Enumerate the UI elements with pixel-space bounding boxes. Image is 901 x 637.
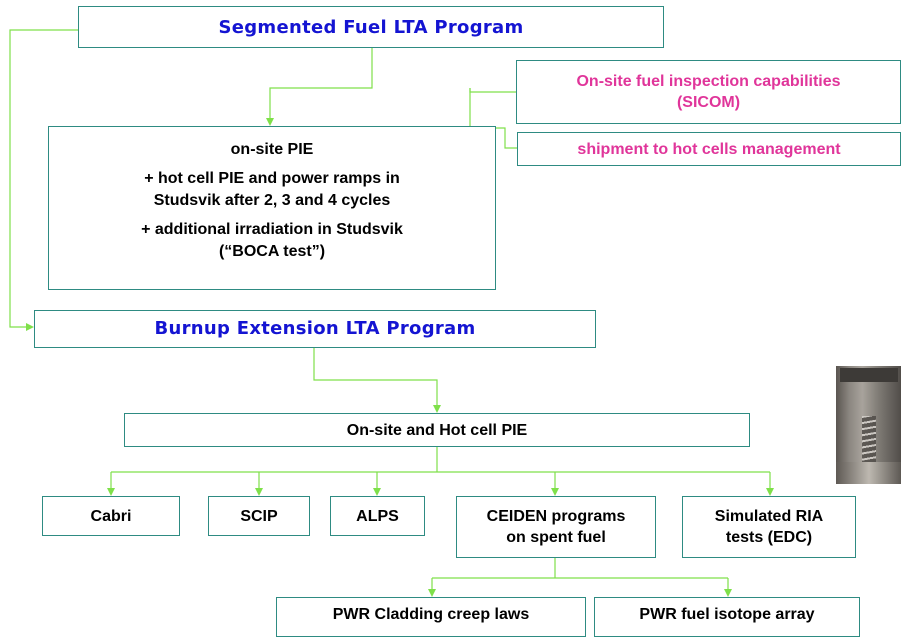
cladding-creep-label: PWR Cladding creep laws — [332, 606, 530, 623]
cabri-box: Cabri — [42, 496, 180, 536]
ceiden-box: CEIDEN programs on spent fuel — [456, 496, 656, 558]
irradiation-text: + additional irradiation in Studsvik (“B… — [141, 219, 403, 263]
segmented-fuel-lta-box: Segmented Fuel LTA Program — [78, 6, 664, 48]
isotope-array-box: PWR fuel isotope array — [594, 597, 860, 637]
power-ramps-text: + hot cell PIE and power ramps in Studsv… — [144, 168, 400, 212]
simulated-ria-box: Simulated RIA tests (EDC) — [682, 496, 856, 558]
hotcell-pie-box: On-site and Hot cell PIE — [124, 413, 750, 447]
onsite-pie-box: on-site PIE + hot cell PIE and power ram… — [48, 126, 496, 290]
isotope-array-label: PWR fuel isotope array — [639, 606, 815, 623]
irradiation-line-1: + additional irradiation in Studsvik — [141, 221, 403, 238]
alps-box: ALPS — [330, 496, 425, 536]
fuel-rod-photo-crack — [862, 416, 876, 466]
cladding-creep-box: PWR Cladding creep laws — [276, 597, 586, 637]
burnup-extension-lta-box: Burnup Extension LTA Program — [34, 310, 596, 348]
ceiden-line-2: on spent fuel — [506, 529, 606, 546]
fuel-rod-photo-top — [840, 368, 898, 382]
irradiation-line-2: (“BOCA test”) — [218, 243, 326, 260]
cabri-label: Cabri — [90, 507, 132, 525]
sicom-box: On-site fuel inspection capabilities (SI… — [516, 60, 901, 124]
fuel-rod-photo-base — [836, 462, 901, 484]
connector-sicom — [469, 88, 516, 93]
connector-segmented-to-pie — [266, 48, 373, 126]
power-ramps-line-2: Studsvik after 2, 3 and 4 cycles — [153, 192, 391, 209]
segmented-fuel-lta-title: Segmented Fuel LTA Program — [218, 17, 524, 38]
ceiden-line-1: CEIDEN programs — [486, 508, 626, 525]
scip-box: SCIP — [208, 496, 310, 536]
fuel-rod-photo — [836, 366, 901, 484]
connector-shipment — [469, 88, 517, 149]
alps-label: ALPS — [356, 507, 399, 525]
ria-line-2: tests (EDC) — [725, 529, 813, 546]
hotcell-pie-title: On-site and Hot cell PIE — [346, 421, 528, 439]
connector-segmented-to-burnup — [9, 29, 78, 331]
power-ramps-line-1: + hot cell PIE and power ramps in — [144, 170, 400, 187]
connector-burnup-to-hotcell — [313, 348, 441, 413]
sicom-line-1: On-site fuel inspection capabilities — [576, 73, 841, 90]
scip-label: SCIP — [240, 507, 278, 525]
ria-line-1: Simulated RIA — [714, 508, 824, 525]
onsite-pie-title: on-site PIE — [230, 141, 314, 158]
sicom-line-2: (SICOM) — [676, 94, 741, 111]
shipment-label: shipment to hot cells management — [577, 140, 841, 158]
burnup-extension-lta-title: Burnup Extension LTA Program — [154, 318, 476, 339]
shipment-box: shipment to hot cells management — [517, 132, 901, 166]
